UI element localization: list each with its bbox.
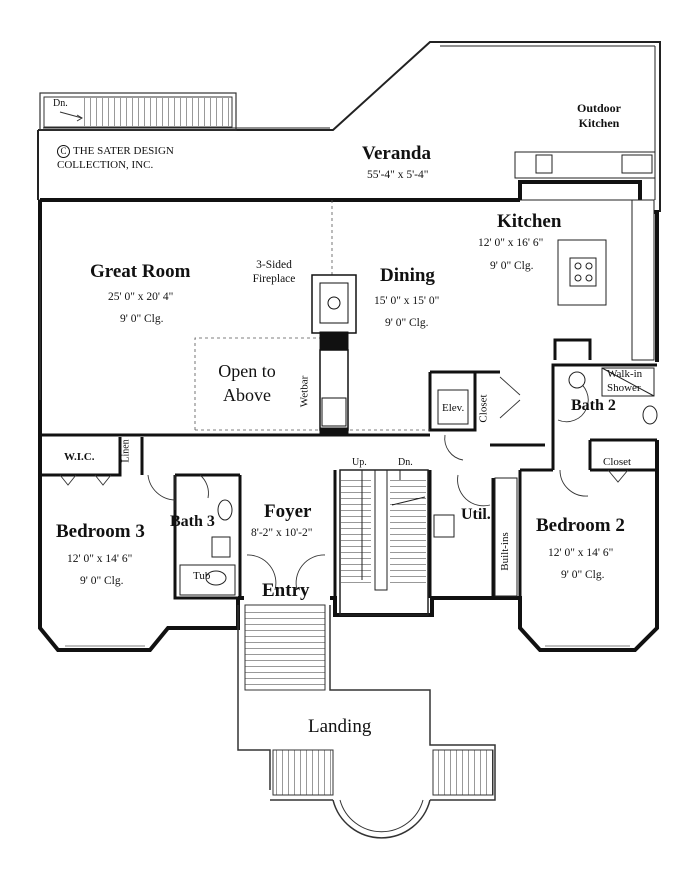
bedroom3-dims: 12' 0" x 14' 6"	[67, 553, 133, 565]
walk-in-shower-line1: Walk-in	[607, 368, 643, 380]
bedroom3-clg: 9' 0" Clg.	[80, 575, 124, 587]
stair-up-label: Up.	[352, 457, 367, 468]
closet-mid-label: Closet	[477, 394, 490, 423]
linen-label: Linen	[120, 439, 132, 463]
bath3-name: Bath 3	[170, 513, 215, 530]
entry-label: Entry	[262, 580, 310, 601]
util-label: Util.	[461, 506, 491, 523]
veranda-stair	[39, 92, 237, 131]
copyright-line1: THE SATER DESIGN	[73, 145, 174, 157]
door-swings	[59, 376, 629, 591]
interior-walls	[38, 338, 657, 615]
fireplace-line1: 3-Sided	[256, 259, 292, 271]
copyright-symbol: C	[57, 145, 70, 158]
tub-label: Tub	[193, 570, 211, 582]
main-staircase	[339, 469, 429, 616]
foyer-name: Foyer	[264, 501, 312, 522]
kitchen-clg: 9' 0" Clg.	[490, 260, 534, 272]
fireplace-column	[311, 274, 357, 437]
veranda-dims: 55'-4" x 5'-4"	[367, 169, 429, 181]
dining-clg: 9' 0" Clg.	[385, 317, 429, 329]
kitchen-fixtures	[514, 151, 656, 361]
wetbar-label: Wetbar	[298, 375, 311, 408]
kitchen-dims: 12' 0" x 16' 6"	[478, 237, 544, 249]
stair-down-top: Dn.	[53, 98, 68, 109]
bath-fixtures	[179, 367, 658, 597]
bedroom3-name: Bedroom 3	[56, 521, 145, 542]
copyright-line2: COLLECTION, INC.	[57, 159, 154, 171]
foyer-dims: 8'-2" x 10'-2"	[251, 527, 313, 539]
veranda-name: Veranda	[362, 143, 431, 164]
dining-dims: 15' 0" x 15' 0"	[374, 295, 440, 307]
built-ins-label: Built-ins	[498, 532, 511, 571]
bath2-name: Bath 2	[571, 397, 616, 414]
bedroom2-name: Bedroom 2	[536, 515, 625, 536]
great-room-clg: 9' 0" Clg.	[120, 313, 164, 325]
wic-label: W.I.C.	[64, 451, 95, 463]
kitchen-name: Kitchen	[497, 211, 562, 232]
fireplace-line2: Fireplace	[252, 273, 296, 285]
elevator-label: Elev.	[442, 402, 465, 414]
windows	[39, 240, 630, 647]
closet-br2-label: Closet	[603, 456, 632, 468]
bedroom2-dims: 12' 0" x 14' 6"	[548, 547, 614, 559]
elevator-shaft	[437, 389, 469, 425]
outdoor-kitchen-line2: Kitchen	[578, 116, 620, 130]
open-to-above-line1: Open to	[218, 361, 276, 381]
dining-name: Dining	[380, 265, 435, 286]
walk-in-shower-line2: Shower	[607, 382, 641, 394]
outdoor-kitchen-line1: Outdoor	[576, 101, 621, 115]
great-room-name: Great Room	[90, 261, 191, 282]
bedroom2-clg: 9' 0" Clg.	[561, 569, 605, 581]
landing-label: Landing	[308, 716, 372, 737]
stair-down-label: Dn.	[398, 457, 413, 468]
great-room-dims: 25' 0" x 20' 4"	[108, 291, 174, 303]
entry-landing	[237, 604, 496, 839]
open-to-above-line2: Above	[223, 385, 271, 405]
